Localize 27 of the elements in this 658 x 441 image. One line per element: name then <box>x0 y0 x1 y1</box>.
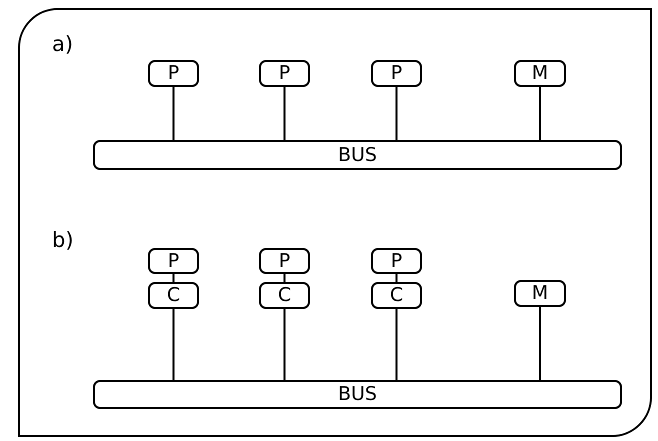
unit-box: P <box>259 60 310 87</box>
connector-line <box>539 307 541 380</box>
connector-line <box>172 87 174 140</box>
unit-box: C <box>259 282 310 309</box>
frame-box <box>18 8 652 437</box>
unit-box: C <box>371 282 422 309</box>
part-label: b) <box>52 228 74 252</box>
connector-line <box>284 87 286 140</box>
part-label: a) <box>52 32 74 56</box>
unit-box: P <box>371 60 422 87</box>
connector-line <box>396 274 398 282</box>
connector-line <box>396 309 398 380</box>
unit-box: C <box>148 282 199 309</box>
unit-box: P <box>371 248 422 274</box>
connector-line <box>172 309 174 380</box>
unit-box: P <box>148 248 199 274</box>
bus-bar: BUS <box>93 380 622 409</box>
connector-line <box>284 274 286 282</box>
connector-line <box>539 87 541 140</box>
unit-box: P <box>259 248 310 274</box>
unit-box: P <box>148 60 199 87</box>
unit-box: M <box>514 60 566 87</box>
bus-bar: BUS <box>93 140 622 170</box>
connector-line <box>396 87 398 140</box>
connector-line <box>284 309 286 380</box>
unit-box: M <box>514 280 566 307</box>
connector-line <box>172 274 174 282</box>
